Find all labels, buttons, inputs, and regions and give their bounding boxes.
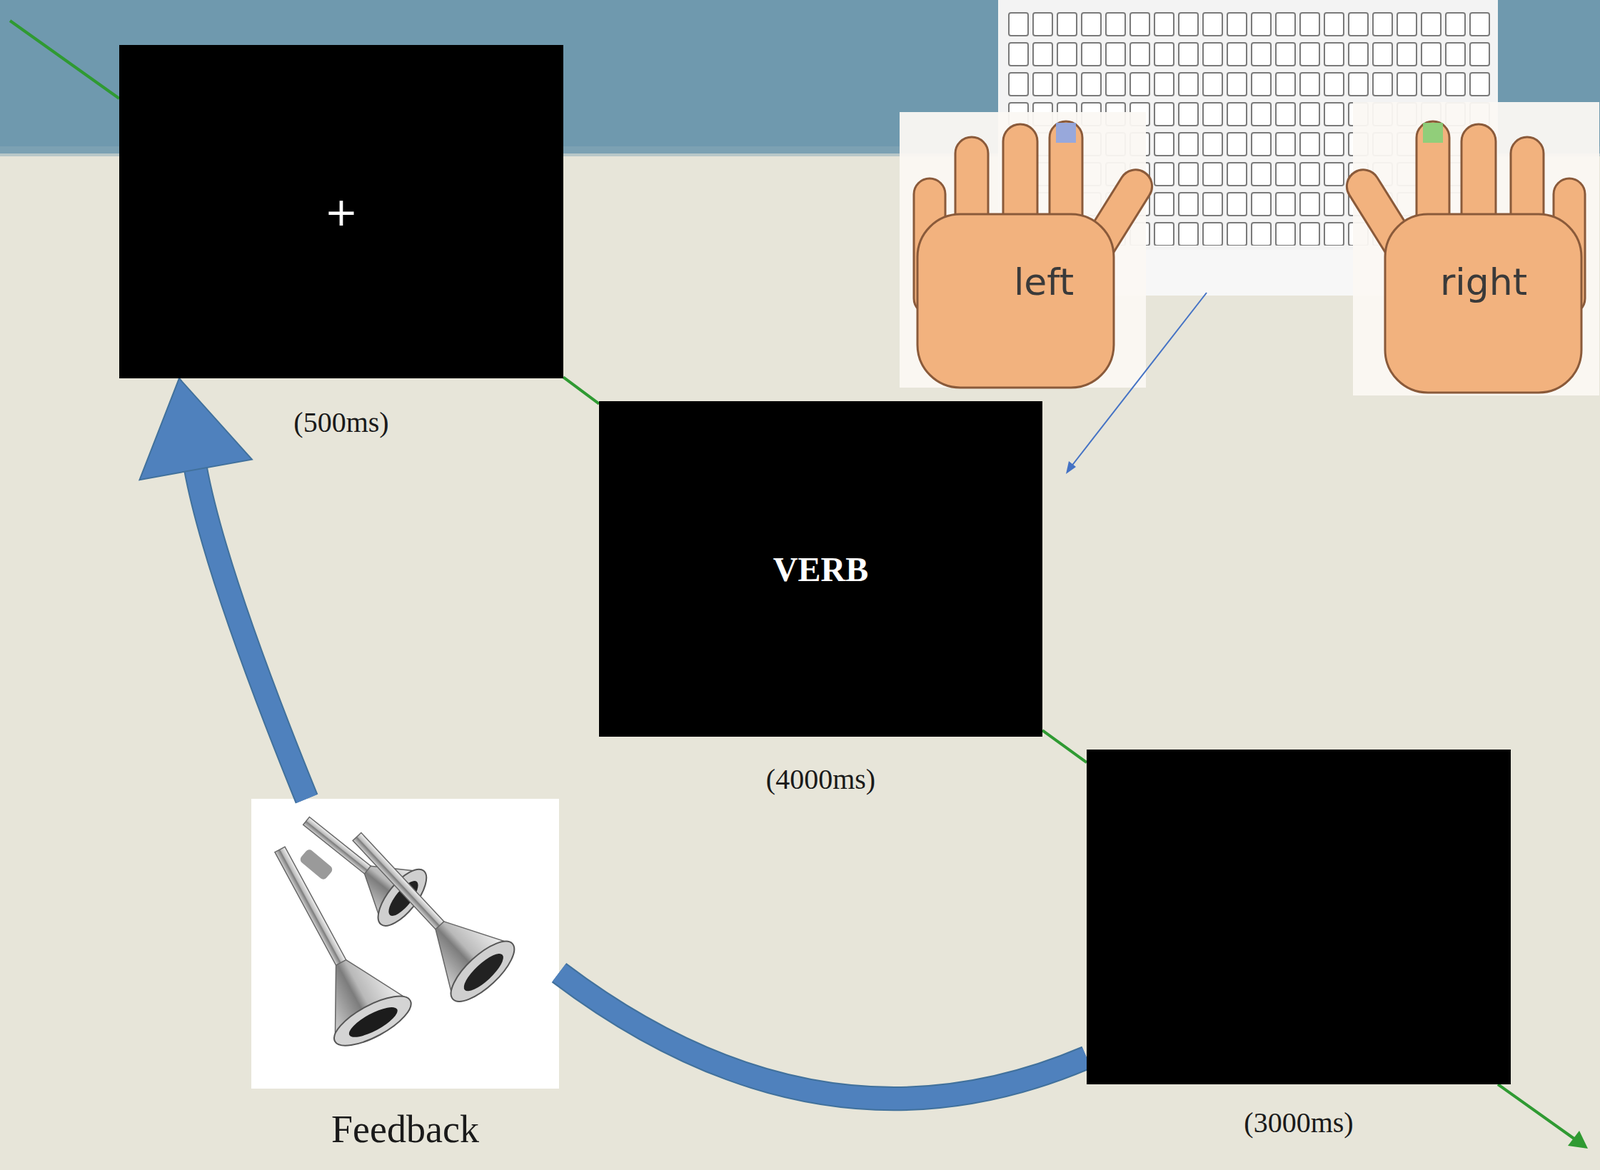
loop-arrow <box>139 378 307 799</box>
response-leader <box>1070 292 1207 467</box>
duration-label: (500ms) <box>293 405 389 440</box>
loop-arrow <box>559 973 1087 1100</box>
left-hand-picture <box>899 112 1159 388</box>
feedback-image-frame: Feedback <box>251 798 560 1089</box>
right-hand-picture <box>1340 102 1600 396</box>
timeline-lead-out <box>1497 1084 1576 1140</box>
timeline-arrowhead <box>1567 1130 1588 1149</box>
feedback-caption: Feedback <box>331 1107 480 1152</box>
timeline-line <box>563 376 600 404</box>
connector-line <box>1042 730 1087 763</box>
hand-label: right <box>1440 260 1528 304</box>
timeline-line <box>1042 730 1087 763</box>
duration-label: (3000ms) <box>1243 1105 1353 1140</box>
band-outline <box>559 973 1087 1100</box>
arrowhead <box>139 378 252 480</box>
fixation-screen: +(500ms) <box>119 44 564 379</box>
air-horn-picture <box>242 793 560 1089</box>
hand-label: left <box>1013 260 1074 304</box>
band-body <box>194 466 307 799</box>
timeline-lead-in <box>9 20 120 99</box>
screen-text: + <box>324 188 359 235</box>
band-body <box>559 973 1087 1100</box>
stimulus-screen: VERB(4000ms) <box>599 401 1043 737</box>
connector-line <box>563 376 600 404</box>
duration-label: (4000ms) <box>766 762 876 797</box>
response-leader-head <box>1065 461 1076 475</box>
blank-screen: (3000ms) <box>1086 749 1511 1085</box>
screen-text: VERB <box>773 549 869 590</box>
band-outline <box>194 466 307 799</box>
